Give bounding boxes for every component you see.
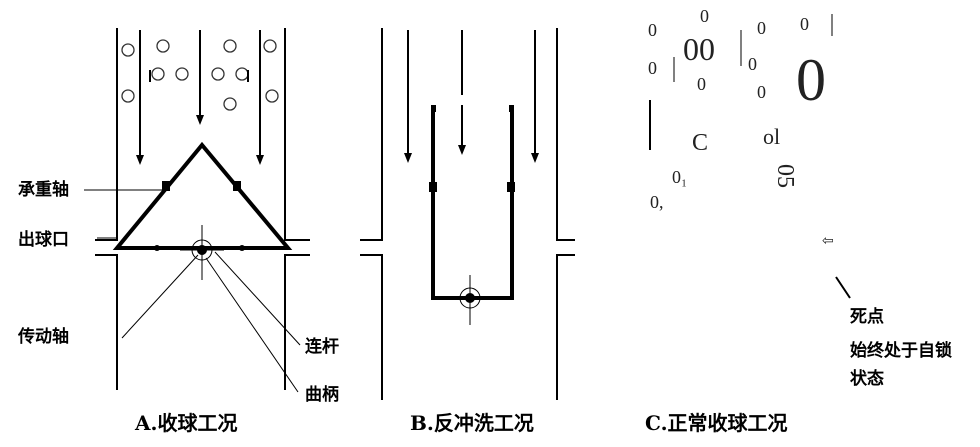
garbled-text: 05 — [772, 164, 798, 188]
u-screen — [431, 105, 514, 300]
garbled-text: 0 — [648, 58, 657, 78]
caption-b: B.反冲洗工况 — [410, 411, 534, 435]
dead-point-label: 死点 — [850, 306, 884, 327]
garbled-text: 00 — [683, 31, 715, 67]
dead-point-pointer — [835, 276, 851, 299]
panel-b: B.反冲洗工况 — [360, 28, 575, 435]
bearing-point-right — [233, 181, 241, 191]
bearing-point-left — [162, 181, 170, 191]
garbled-text: ⇦ — [822, 234, 834, 249]
garbled-text: 0 — [700, 6, 709, 26]
garbled-text: 0 — [757, 18, 766, 38]
garbled-text: 0 — [800, 14, 809, 34]
left-wall — [360, 28, 383, 400]
garbled-text: 0 — [757, 82, 766, 102]
garbled-text: ol — [763, 124, 780, 149]
label-crank: 曲柄 — [305, 384, 339, 405]
garbled-text: C — [692, 130, 708, 156]
right-wall — [284, 28, 310, 390]
caption-c: C.正常收球工况 — [645, 411, 788, 435]
garbled-text: 0 — [748, 54, 757, 74]
left-wall — [95, 28, 118, 390]
right-wall — [556, 28, 575, 400]
label-ball-outlet: 出球口 — [18, 229, 69, 250]
label-connecting-rod: 连杆 — [305, 336, 339, 357]
caption-a: A.收球工况 — [134, 411, 237, 435]
garbled-text: 0, — [650, 192, 664, 212]
label-drive-shaft: 传动轴 — [17, 326, 69, 347]
garbled-text: 0 — [796, 47, 826, 113]
garbled-text: 0 — [697, 74, 706, 94]
state-label: 状态 — [850, 368, 884, 389]
garbled-text: 0₁ — [672, 167, 687, 187]
balls — [121, 39, 279, 111]
panel-a: 承重轴 出球口 传动轴 连杆 曲柄 A.收球工况 — [17, 28, 339, 435]
garbled-text: 0 — [648, 20, 657, 40]
label-bearing-shaft: 承重轴 — [18, 179, 69, 200]
self-lock-label: 始终处于自锁 — [850, 340, 952, 361]
panel-c: 0 0 00 0 0 0 0 0 0 0 C ol 0₁ 0, 05 ⇦ 死点 … — [645, 6, 952, 435]
flow-arrows — [136, 30, 264, 165]
